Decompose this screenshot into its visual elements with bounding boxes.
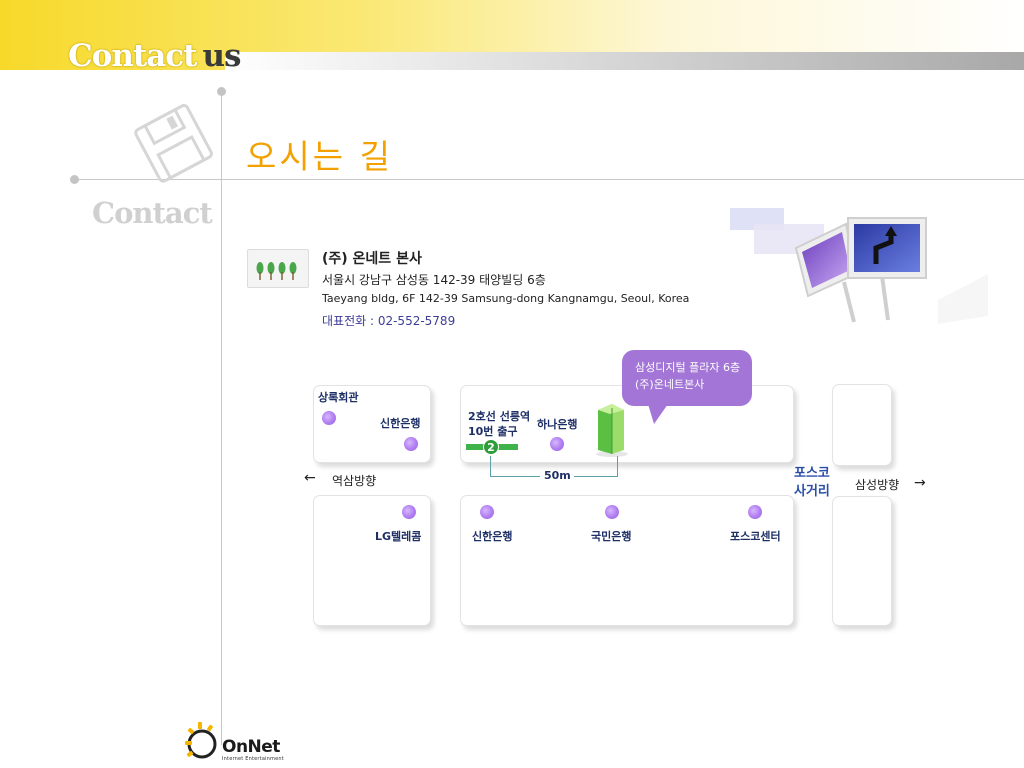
map-label-shinhan-top: 신한은행 [380,417,421,430]
building-icon [596,404,628,457]
distance-line-right [617,456,618,477]
map-label-kookmin: 국민은행 [591,530,632,543]
hq-callout-tail [648,404,668,424]
map-place-dot [480,505,494,519]
map-place-dot [322,411,336,425]
map-block-bottom-right [832,496,892,626]
map-place-dot [404,437,418,451]
map-label-distance: 50m [544,469,571,482]
sun-logo-icon [185,722,217,759]
map-label-shinhan-bottom: 신한은행 [472,530,513,543]
map-label-right-direction: 삼성방향 [855,478,900,492]
logo-tagline: Internet Entertainment [222,756,284,762]
guide-dot-left [70,175,79,184]
header-stripe [225,52,1024,70]
guide-dot-top [217,87,226,96]
map-label-station-line1: 2호선 선릉역 [468,410,531,423]
map-block-bottom-center [460,495,794,626]
map-label-hana: 하나은행 [537,418,578,431]
tree-icon-box [247,249,309,288]
distance-line-bottom-left [490,476,540,477]
map-label-left-direction: 역삼방향 [332,474,377,488]
map-label-station-line2: 10번 출구 [468,425,518,438]
map-label-lg: LG텔레콤 [375,530,422,543]
company-address-en: Taeyang bldg, 6F 142-39 Samsung-dong Kan… [322,292,690,305]
left-arrow-icon: ← [304,470,316,486]
map-label-posco-line2: 사거리 [794,484,830,499]
floppy-disk-icon [134,104,213,183]
company-tel: 대표전화 : 02-552-5789 [322,314,456,328]
map-label-posco-line1: 포스코 [794,466,830,481]
map-block-top-right [832,384,892,466]
map-place-dot [402,505,416,519]
right-arrow-icon: → [914,475,926,491]
page-title-us: us [202,38,242,74]
company-address-ko: 서울시 강남구 삼성동 142-39 태양빌딩 6층 [322,273,546,287]
tree-icon [256,262,297,280]
hq-callout-line1: 삼성디지털 플라자 6층 [635,361,741,374]
watermark-text: Contact [92,196,213,230]
company-name: (주) 온네트 본사 [322,251,422,267]
vertical-guide-line [221,90,222,745]
page-title-contact: Contact [68,38,197,74]
hq-callout: 삼성디지털 플라자 6층 (주)온네트본사 [622,350,752,406]
map-label-sangnok: 상록회관 [318,391,359,404]
distance-line-left [490,456,491,477]
distance-line-bottom-right [574,476,618,477]
logo-name: OnNet [222,737,280,757]
map-label-posco-center: 포스코센터 [730,530,781,543]
subway-line-badge: 2 [483,439,499,455]
map-place-dot [748,505,762,519]
map-place-dot [550,437,564,451]
horizontal-guide-line [75,179,1024,180]
section-title: 오시는 길 [246,137,393,176]
hq-callout-line2: (주)온네트본사 [635,378,705,391]
map-place-dot [605,505,619,519]
road-sign-icon [730,208,988,324]
